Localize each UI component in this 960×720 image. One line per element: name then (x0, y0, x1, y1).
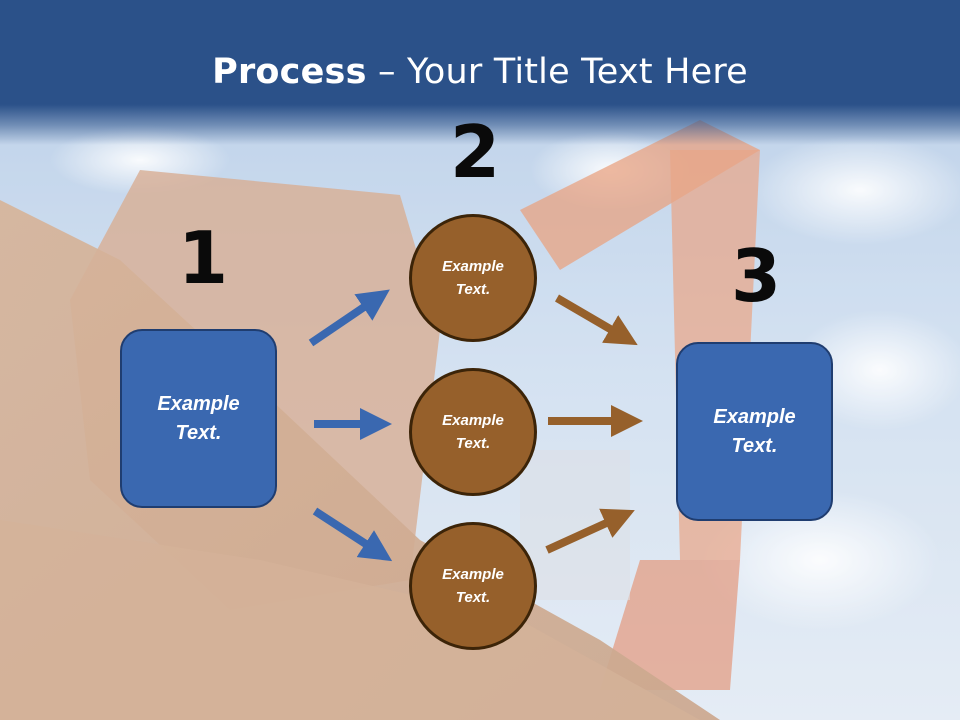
step-number-1: 1 (178, 216, 229, 300)
step-number-3: 3 (731, 234, 782, 318)
right-box-text: Example Text. (713, 405, 796, 457)
left-box: Example Text. (120, 329, 277, 508)
page-title: Process – Your Title Text Here (0, 52, 960, 92)
step-number-2: 2 (450, 110, 501, 194)
circle-middle-text: Example Text. (442, 412, 504, 452)
circle-bottom: Example Text. (409, 522, 537, 650)
right-box: Example Text. (676, 342, 833, 521)
circle-top-text: Example Text. (442, 258, 504, 298)
circle-middle: Example Text. (409, 368, 537, 496)
title-bar (0, 0, 960, 145)
title-bold: Process (212, 52, 367, 92)
title-rest: – Your Title Text Here (366, 52, 748, 92)
left-box-text: Example Text. (157, 392, 240, 444)
circle-top: Example Text. (409, 214, 537, 342)
circle-bottom-text: Example Text. (442, 566, 504, 606)
